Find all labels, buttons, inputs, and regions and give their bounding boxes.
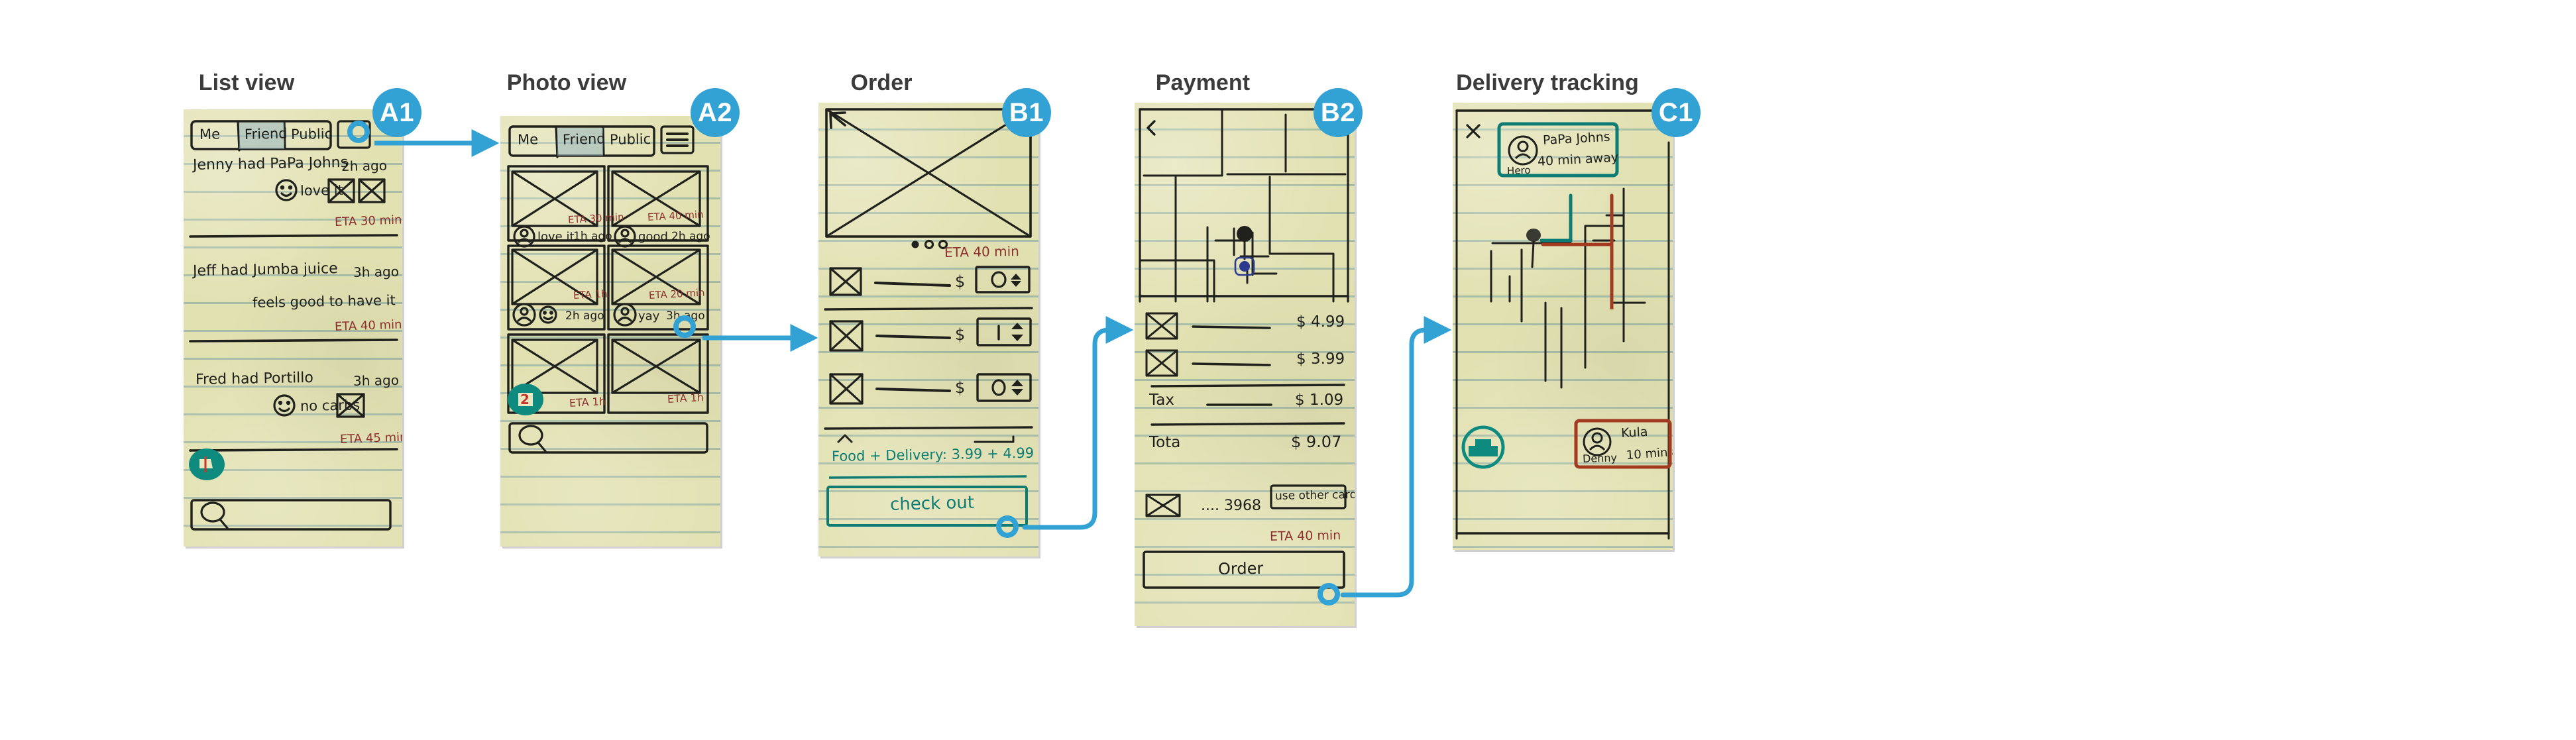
- feed-eta-1: ETA 30 min: [334, 213, 402, 229]
- feed-comment-3: no carbs: [300, 397, 361, 414]
- checkout-button-label[interactable]: check out: [889, 492, 975, 515]
- payment-label-tax: Tax: [1149, 392, 1174, 409]
- tile-eta-5: ETA 1h: [569, 395, 606, 409]
- card-rule-lines: [1453, 103, 1673, 550]
- feed-comment-2: feels good to have it: [252, 292, 396, 311]
- tab-me[interactable]: Me: [199, 126, 221, 142]
- tile-caption-4: yay: [638, 309, 660, 323]
- use-other-card-button[interactable]: use other card: [1274, 488, 1355, 503]
- order-sketch: [824, 108, 1033, 527]
- payment-eta: ETA 40 min: [1269, 528, 1341, 544]
- card-delivery-tracking[interactable]: PaPa Johns 40 min away Hero Kula 10 min …: [1453, 103, 1673, 550]
- marker-b1[interactable]: B1: [1002, 88, 1051, 137]
- frame-title-payment: Payment: [1155, 70, 1251, 95]
- marker-a1[interactable]: A1: [372, 88, 421, 137]
- payment-amount-1: $ 4.99: [1296, 313, 1345, 331]
- order-button-label[interactable]: Order: [1217, 558, 1264, 578]
- feed-title-2[interactable]: Jeff had Jumba juice: [192, 260, 338, 280]
- tile-eta-6: ETA 1h: [667, 391, 704, 405]
- marker-b2[interactable]: B2: [1314, 88, 1363, 137]
- feed-title-1[interactable]: Jenny had PaPa Johns: [192, 154, 349, 174]
- payment-amount-tax: $ 1.09: [1295, 392, 1344, 409]
- item-price-symbol-3: $: [955, 378, 966, 397]
- connector-b2-c1: [1340, 316, 1452, 598]
- item-price-symbol-1: $: [955, 272, 966, 291]
- tile-caption-1: love it: [537, 230, 575, 244]
- marker-c1[interactable]: C1: [1652, 88, 1701, 137]
- tab-friend[interactable]: Friend: [244, 125, 288, 142]
- feed-eta-3: ETA 45 min: [339, 430, 402, 447]
- tile-eta-1: ETA 30 min: [567, 211, 625, 226]
- feed-time-2: 3h ago: [353, 263, 400, 280]
- tile-eta-3: ETA 1h: [573, 288, 608, 301]
- card-order[interactable]: ETA 40 min $ $ $ Food + Delivery: 3.99 +…: [818, 103, 1038, 556]
- payment-amount-2: $ 3.99: [1296, 350, 1345, 368]
- card-payment[interactable]: $ 4.99 $ 3.99 Tax $ 1.09 Tota $ 9.07 ...…: [1135, 103, 1355, 626]
- feed-time-1: 2h ago: [341, 157, 388, 174]
- tile-time-3: 2h ago: [565, 309, 604, 323]
- frame-title-delivery-tracking: Delivery tracking: [1456, 70, 1639, 95]
- feed-eta-2: ETA 40 min: [334, 317, 402, 334]
- paper-grain: [818, 103, 1038, 556]
- paper-grain: [1453, 103, 1673, 550]
- feed-time-3: 3h ago: [353, 372, 400, 389]
- callout-rust-line1: Kula: [1620, 424, 1649, 441]
- tab-public[interactable]: Public: [609, 131, 651, 148]
- payment-amount-total: $ 9.07: [1291, 433, 1342, 451]
- feed-comment-1: love it: [300, 182, 343, 199]
- frame-title-list-view: List view: [198, 70, 295, 95]
- order-eta: ETA 40 min: [944, 243, 1020, 260]
- tab-friend[interactable]: Friend: [562, 131, 606, 148]
- callout-teal-line1: PaPa Johns: [1542, 129, 1611, 148]
- hotspot-b1-checkout[interactable]: [996, 515, 1019, 538]
- hotspot-a2-tile[interactable]: [673, 315, 696, 338]
- callout-rust-line2: 10 min away: [1626, 443, 1673, 462]
- order-summary: Food + Delivery: 3.99 + 4.99 = 8.98: [831, 444, 1038, 464]
- tile-time-1: 1h ago: [573, 230, 612, 243]
- callout-teal-line2: 40 min away: [1537, 150, 1619, 169]
- hotspot-a1-grid-toggle[interactable]: [347, 121, 370, 143]
- card-rule-lines: [818, 103, 1038, 556]
- marker-a2[interactable]: A2: [691, 88, 740, 137]
- card-list-view[interactable]: Me Friend Public Jenny had PaPa Johns 2h…: [184, 109, 402, 547]
- frame-title-photo-view: Photo view: [506, 70, 627, 95]
- tab-public[interactable]: Public: [290, 125, 333, 142]
- cart-badge: 2: [520, 392, 530, 407]
- feed-title-3[interactable]: Fred had Portillo: [195, 369, 314, 388]
- payment-label-total: Tota: [1149, 434, 1181, 451]
- tab-me[interactable]: Me: [517, 131, 539, 148]
- item-price-symbol-2: $: [955, 325, 966, 344]
- callout-rust-avatar-label: Denny: [1582, 451, 1618, 465]
- tracking-sketch: [1455, 109, 1672, 540]
- tile-eta-4: ETA 20 min: [648, 286, 706, 301]
- tile-caption-2: good: [638, 230, 668, 244]
- callout-teal-avatar-label: Hero: [1506, 164, 1531, 177]
- frame-title-order: Order: [850, 70, 913, 95]
- connector-b1-b2: [1022, 316, 1134, 530]
- payment-card-number: .... 3968: [1201, 498, 1261, 514]
- tile-time-2: 2h ago: [671, 230, 710, 243]
- hotspot-b2-order[interactable]: [1317, 583, 1340, 606]
- tile-eta-2: ETA 40 min: [647, 208, 704, 223]
